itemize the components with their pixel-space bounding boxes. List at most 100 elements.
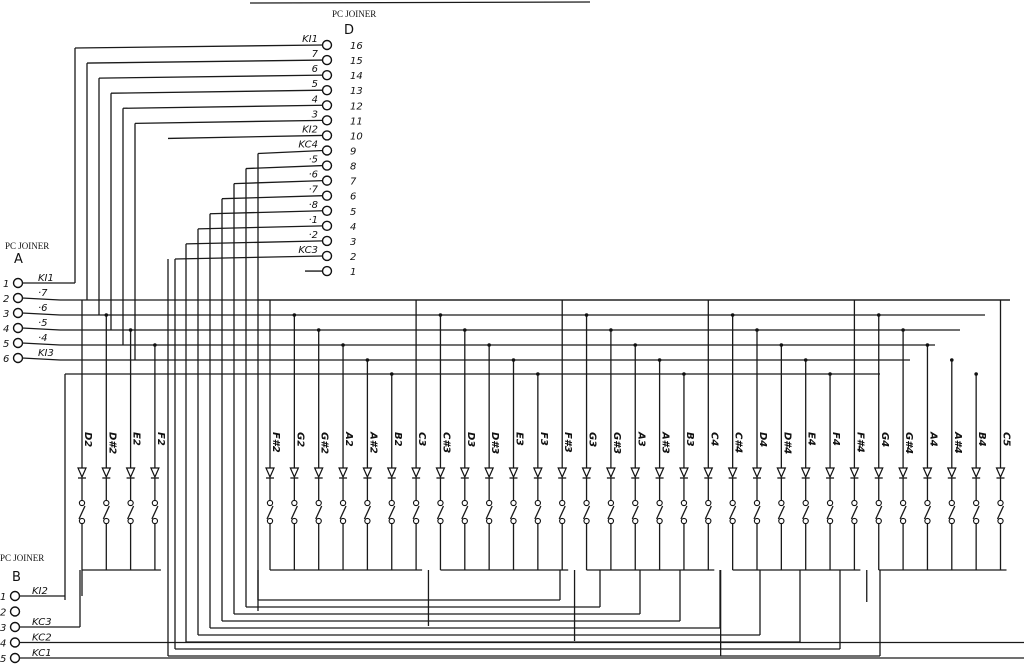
connector-d-pin xyxy=(321,130,333,141)
switch-contact xyxy=(607,499,615,507)
switch-contact xyxy=(705,517,712,525)
switch-contact xyxy=(559,499,566,507)
switch-contact xyxy=(680,499,688,507)
connector-d-wire xyxy=(209,210,324,215)
switch-icon xyxy=(777,505,785,520)
switch-contact xyxy=(103,517,110,525)
connector-d-pin-label: KC4 xyxy=(298,139,318,150)
diode-icon xyxy=(849,467,860,479)
connector-d-pin-label: KC3 xyxy=(298,245,318,256)
diode-note-label: D3 xyxy=(465,432,476,447)
switch-contact xyxy=(607,517,615,525)
switch-contact xyxy=(485,517,493,525)
switch-icon xyxy=(290,505,298,520)
switch-icon xyxy=(534,505,542,520)
diode-icon xyxy=(265,467,275,479)
diode-icon xyxy=(922,467,933,479)
connector-a-pin-label: KI3 xyxy=(38,348,54,359)
diode-icon xyxy=(873,467,884,479)
diode-icon xyxy=(484,467,495,479)
diode-icon xyxy=(630,467,641,479)
diode-note-label: E3 xyxy=(514,432,525,446)
junction-dot xyxy=(901,328,905,332)
switch-contact xyxy=(461,499,468,507)
connector-b-pin-number: 1 xyxy=(0,592,6,603)
switch-contact xyxy=(875,517,882,525)
switch-contact xyxy=(802,517,809,525)
junction-dot xyxy=(365,358,370,362)
connector-a-pin xyxy=(12,277,24,289)
switch-contact xyxy=(437,499,444,507)
switch-contact xyxy=(339,499,347,507)
connector-b-pin-label: KC3 xyxy=(32,617,52,628)
diode-note-label: A#2 xyxy=(367,431,378,454)
switch-contact xyxy=(753,517,761,525)
switch-contact xyxy=(924,517,931,525)
switch-contact xyxy=(559,517,566,525)
connector-d-pin xyxy=(321,220,333,232)
switch-contact xyxy=(997,499,1004,507)
switch-icon xyxy=(78,505,86,520)
diode-icon xyxy=(995,467,1006,479)
switch-icon xyxy=(388,505,396,520)
switch-icon xyxy=(850,505,858,520)
connector-a-pin-number: 5 xyxy=(3,339,9,350)
switch-icon xyxy=(127,505,135,520)
junction-dot xyxy=(779,343,784,347)
connector-b-pin-number: 5 xyxy=(0,654,6,665)
switch-icon xyxy=(363,505,371,520)
switch-contact xyxy=(127,517,134,525)
junction-dot xyxy=(803,358,808,362)
junction-dot xyxy=(657,358,662,362)
switch-contact xyxy=(802,499,809,507)
wire xyxy=(21,342,61,346)
diode-icon xyxy=(411,467,422,479)
switch-icon xyxy=(704,505,712,520)
switch-contact xyxy=(510,499,517,507)
switch-icon xyxy=(461,505,469,520)
connector-d-pin-label: 5 xyxy=(312,79,318,90)
switch-contact xyxy=(583,517,590,525)
junction-dot xyxy=(128,328,133,332)
connector-d-wire xyxy=(134,119,324,124)
diode-note-label: F3 xyxy=(538,432,549,446)
junction-dot xyxy=(536,372,540,376)
switch-icon xyxy=(582,505,591,520)
switch-contact xyxy=(656,499,663,507)
diode-icon xyxy=(679,467,689,479)
switch-contact xyxy=(851,517,858,525)
switch-contact xyxy=(151,499,159,507)
diode-icon xyxy=(532,467,543,479)
diode-note-label: D#2 xyxy=(106,432,117,454)
junction-dot xyxy=(876,313,881,317)
switch-icon xyxy=(315,505,323,520)
connector-d-pin-label: ·1 xyxy=(308,215,318,226)
switch-contact xyxy=(632,499,639,507)
switch-contact xyxy=(753,499,761,507)
connector-d-pin-label: 7 xyxy=(312,49,319,60)
connector-a-pin-number: 1 xyxy=(3,279,9,290)
diode-icon xyxy=(435,467,446,479)
connector-a-pin-label: ·6 xyxy=(38,303,48,314)
connector-d-pin xyxy=(321,235,333,247)
switch-contact xyxy=(510,517,517,525)
connector-a-pin-number: 3 xyxy=(3,309,9,320)
junction-dot xyxy=(828,372,832,376)
diode-note-label: D#4 xyxy=(781,432,792,454)
connector-b-pin xyxy=(9,621,21,633)
connector-d-wire xyxy=(185,240,324,245)
connector-d-pin-label: 3 xyxy=(312,109,318,120)
switch-contact xyxy=(388,499,395,507)
switch-icon xyxy=(339,505,347,520)
switch-contact xyxy=(315,517,322,525)
diode-icon xyxy=(898,467,909,479)
connector-d-letter: D xyxy=(344,23,354,38)
connector-a-pin-label: ·5 xyxy=(38,318,48,329)
connector-d-pin-label: 4 xyxy=(312,94,318,105)
diode-icon xyxy=(825,467,835,479)
switch-icon xyxy=(558,505,566,520)
junction-dot xyxy=(730,313,735,317)
diode-icon xyxy=(800,467,811,479)
diode-note-label: A#3 xyxy=(660,431,671,454)
switch-contact xyxy=(997,517,1004,525)
